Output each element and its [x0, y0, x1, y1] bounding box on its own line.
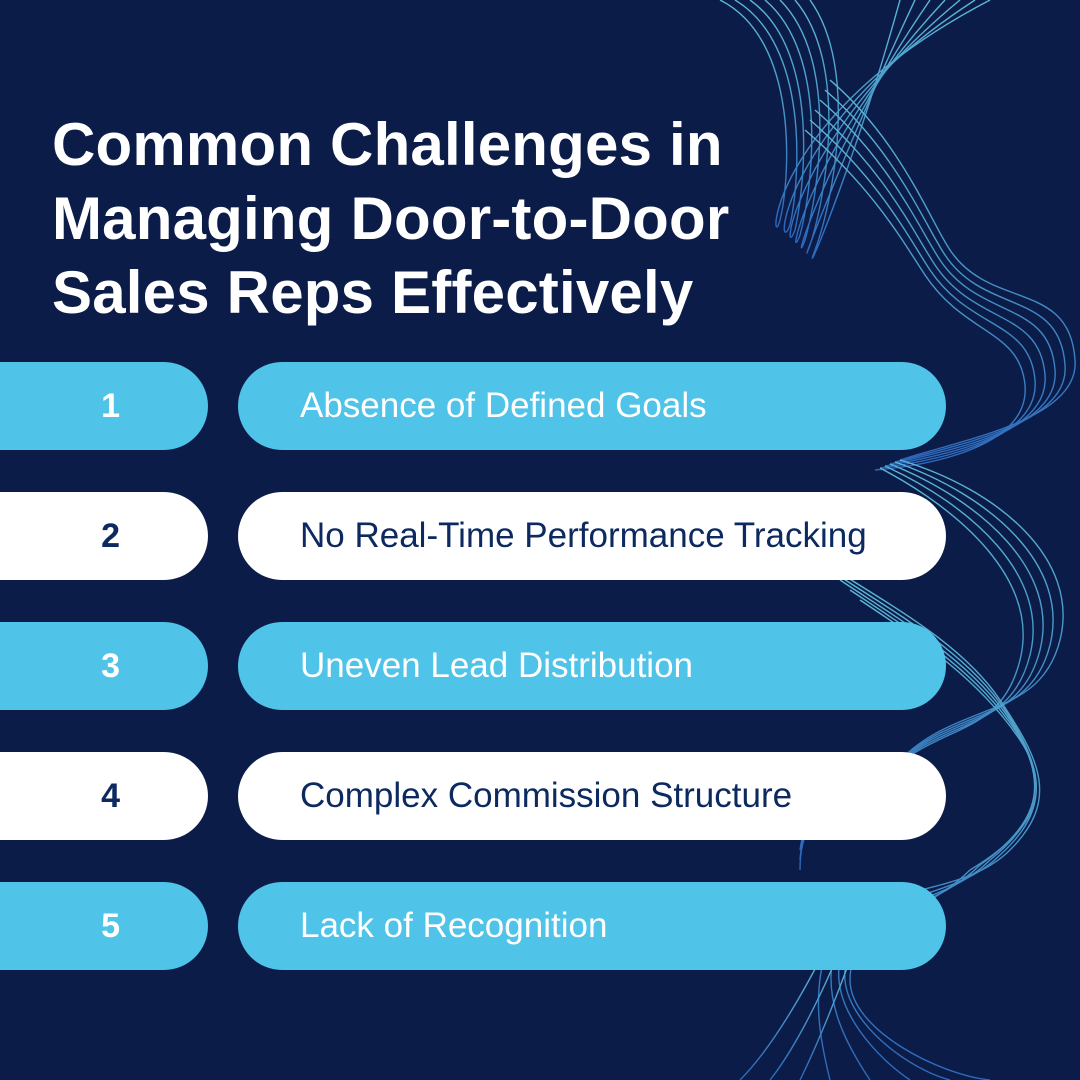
challenge-item-2: 2 No Real-Time Performance Tracking: [0, 492, 1080, 580]
title-line-2: Managing Door-to-Door: [52, 185, 730, 252]
item-number-badge: 3: [0, 622, 208, 710]
item-label-pill: Uneven Lead Distribution: [238, 622, 946, 710]
item-label-pill: Absence of Defined Goals: [238, 362, 946, 450]
item-number-badge: 2: [0, 492, 208, 580]
item-label-pill: Lack of Recognition: [238, 882, 946, 970]
item-label-pill: No Real-Time Performance Tracking: [238, 492, 946, 580]
challenge-item-5: 5 Lack of Recognition: [0, 882, 1080, 970]
page-title: Common Challenges in Managing Door-to-Do…: [52, 108, 729, 330]
title-line-3: Sales Reps Effectively: [52, 259, 694, 326]
item-number-badge: 5: [0, 882, 208, 970]
challenge-item-4: 4 Complex Commission Structure: [0, 752, 1080, 840]
item-label-pill: Complex Commission Structure: [238, 752, 946, 840]
title-line-1: Common Challenges in: [52, 111, 723, 178]
challenge-item-3: 3 Uneven Lead Distribution: [0, 622, 1080, 710]
item-number-badge: 1: [0, 362, 208, 450]
challenge-item-1: 1 Absence of Defined Goals: [0, 362, 1080, 450]
item-number-badge: 4: [0, 752, 208, 840]
